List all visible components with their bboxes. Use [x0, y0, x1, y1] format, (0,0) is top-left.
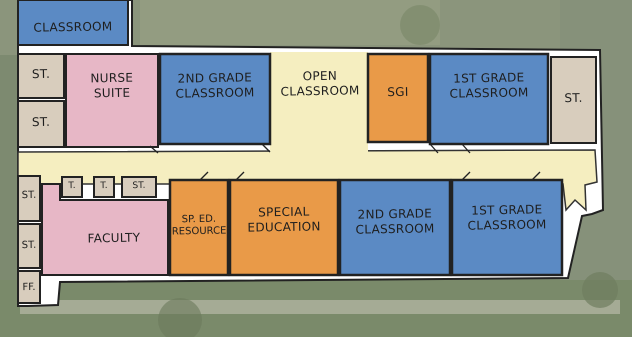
room-sped-resource	[168, 178, 230, 277]
label-storage-small: ST.	[132, 181, 146, 192]
room-storage-b	[17, 100, 65, 148]
label-sgi: SGI	[387, 84, 409, 99]
label-open-classroom: OPEN CLASSROOM	[280, 68, 360, 99]
door-swing	[461, 171, 471, 181]
room-2nd-grade-bottom	[338, 178, 452, 277]
door-swing	[235, 171, 245, 181]
label-storage-b: ST.	[31, 114, 51, 129]
label-special-education: SPECIAL EDUCATION	[247, 204, 321, 235]
room-storage-left-2	[17, 223, 41, 269]
label-2nd-grade-top: 2ND GRADE CLASSROOM	[175, 70, 255, 101]
label-faculty: FACULTY	[87, 230, 141, 245]
room-storage-a	[17, 53, 65, 99]
room-sgi	[366, 52, 430, 144]
label-office-ff: FF.	[22, 281, 36, 293]
label-storage-left-2: ST.	[21, 239, 37, 251]
label-2nd-grade-bottom: 2ND GRADE CLASSROOM	[355, 206, 435, 237]
room-storage-left-1	[17, 175, 41, 222]
label-nurse-suite: NURSE SUITE	[90, 70, 134, 101]
room-office-ff	[17, 270, 41, 304]
room-2nd-grade-top	[158, 52, 272, 146]
room-storage-right	[550, 56, 597, 144]
room-toilet-2	[93, 176, 115, 198]
room-1st-grade-top	[428, 52, 550, 146]
room-special-education	[228, 178, 340, 277]
door-swing	[149, 145, 159, 154]
door-swing	[531, 171, 541, 181]
label-storage-right: ST.	[564, 90, 583, 105]
label-storage-left-1: ST.	[21, 189, 37, 201]
label-sped-resource: SP. ED. RESOURCE	[171, 213, 227, 238]
corridor-junction	[270, 52, 368, 155]
door-swing	[461, 143, 471, 154]
label-1st-grade-bottom: 1ST GRADE CLASSROOM	[467, 202, 547, 233]
label-1st-grade-top: 1ST GRADE CLASSROOM	[449, 70, 529, 101]
room-faculty	[41, 183, 169, 276]
door-swing	[261, 143, 271, 153]
room-1st-grade-bottom	[450, 178, 564, 277]
label-storage-a: ST.	[31, 66, 51, 81]
label-toilet-2: T.	[100, 181, 108, 192]
label-top-left: CLASSROOM	[33, 18, 113, 35]
label-toilet-1: T.	[68, 181, 76, 192]
door-swing	[199, 171, 209, 181]
room-nurse-suite	[65, 53, 159, 148]
door-swing	[429, 143, 439, 154]
room-top-left	[17, 0, 129, 46]
room-toilet-1	[61, 176, 83, 198]
room-storage-small	[121, 176, 157, 198]
